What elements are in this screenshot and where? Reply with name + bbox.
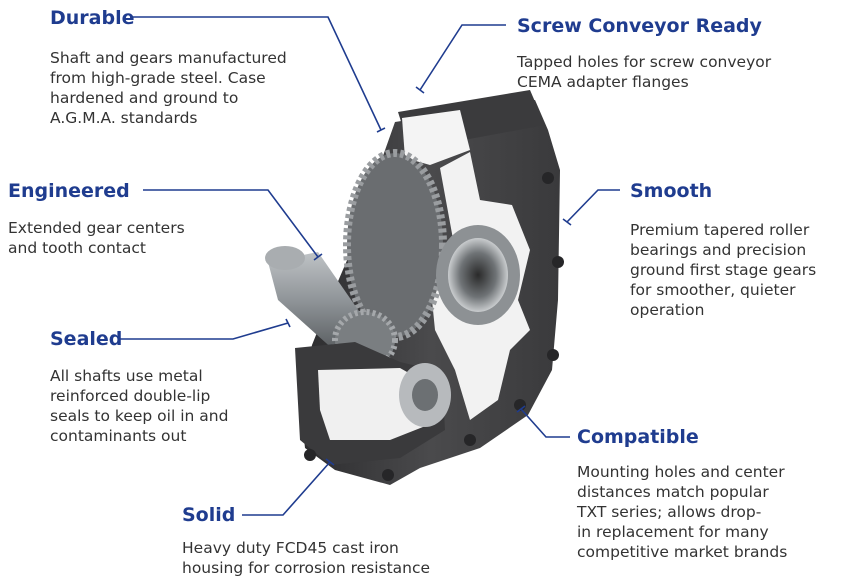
text-line: All shafts use metal: [50, 367, 203, 385]
smooth-title: Smooth: [630, 180, 713, 202]
text-line: Tapped holes for screw conveyor: [517, 53, 772, 71]
solid-title: Solid: [182, 504, 236, 526]
text-line: from high-grade steel. Case: [50, 69, 266, 87]
engineered-description: Extended gear centers and tooth contact: [8, 218, 248, 258]
text-line: TXT series; allows drop-: [577, 503, 762, 521]
text-line: Heavy duty FCD45 cast iron: [182, 539, 399, 557]
text-line: Premium tapered roller: [630, 221, 810, 239]
sealed-description: All shafts use metal reinforced double-l…: [50, 366, 280, 446]
leader-solid: [242, 461, 331, 516]
bolt: [382, 469, 394, 481]
text-line: and tooth contact: [8, 239, 146, 257]
text-line: housing for corrosion resistance: [182, 559, 431, 577]
sealed-title: Sealed: [50, 328, 123, 350]
compatible-title: Compatible: [577, 426, 699, 448]
screw-conveyor-description: Tapped holes for screw conveyor CEMA ada…: [517, 52, 837, 92]
bearing-inner: [412, 379, 438, 411]
engineered-title: Engineered: [8, 180, 130, 202]
text-line: reinforced double-lip: [50, 387, 211, 405]
text-line: operation: [630, 301, 705, 319]
text-line: ground first stage gears: [630, 261, 817, 279]
text-line: contaminants out: [50, 427, 187, 445]
bolt: [464, 434, 476, 446]
text-line: bearings and precision: [630, 241, 807, 259]
smooth-description: Premium tapered roller bearings and prec…: [630, 220, 840, 320]
text-line: seals to keep oil in and: [50, 407, 229, 425]
text-line: for smoother, quieter: [630, 281, 796, 299]
text-line: Shaft and gears manufactured: [50, 49, 287, 67]
durable-description: Shaft and gears manufactured from high-g…: [50, 48, 350, 128]
cutaway-top: [402, 110, 470, 165]
leader-durable: [130, 16, 382, 131]
text-line: distances match popular: [577, 483, 769, 501]
bolt: [547, 349, 559, 361]
leader-sealed: [118, 322, 289, 340]
solid-description: Heavy duty FCD45 cast iron housing for c…: [182, 538, 482, 578]
durable-title: Durable: [50, 7, 135, 29]
bolt: [542, 172, 554, 184]
text-line: CEMA adapter flanges: [517, 73, 689, 91]
text-line: in replacement for many: [577, 523, 769, 541]
text-line: Mounting holes and center: [577, 463, 785, 481]
leader-smooth: [566, 189, 620, 223]
compatible-description: Mounting holes and center distances matc…: [577, 462, 837, 562]
bevel-gear: [343, 149, 447, 341]
leader-screw: [419, 24, 506, 91]
bolt: [304, 449, 316, 461]
text-line: hardened and ground to: [50, 89, 239, 107]
leader-engineered: [143, 189, 319, 258]
text-line: competitive market brands: [577, 543, 788, 561]
output-bore: [448, 238, 508, 312]
screw-conveyor-title: Screw Conveyor Ready: [517, 15, 762, 37]
text-line: A.G.M.A. standards: [50, 109, 198, 127]
text-line: Extended gear centers: [8, 219, 185, 237]
leader-compatible: [520, 408, 570, 438]
leader-lines: [118, 16, 620, 516]
shaft-end: [265, 246, 305, 270]
bolt: [552, 256, 564, 268]
